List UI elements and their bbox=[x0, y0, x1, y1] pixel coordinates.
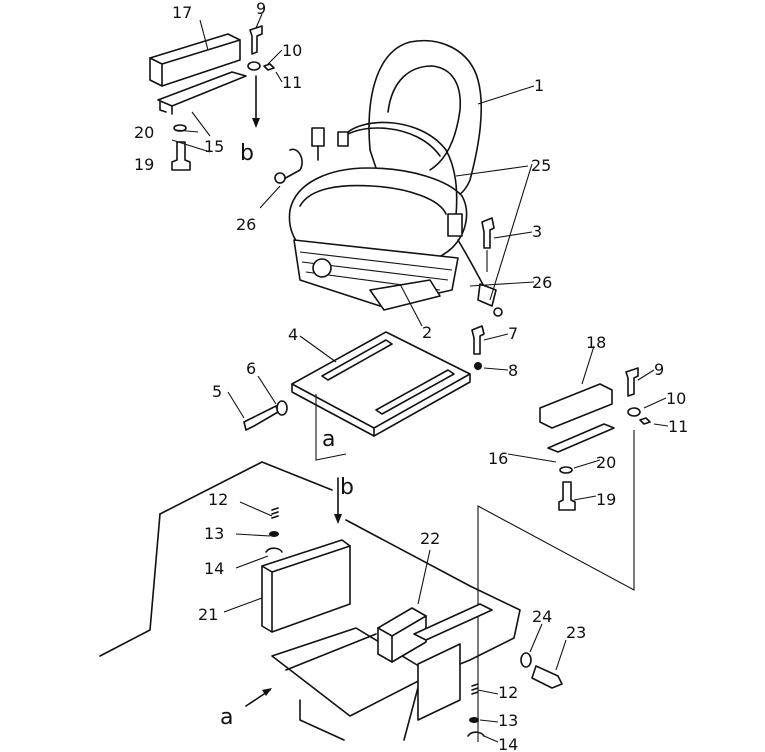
seat-belt-right-strap bbox=[457, 239, 503, 317]
callout-7: 7 bbox=[508, 324, 518, 343]
callout-3: 3 bbox=[532, 222, 542, 241]
left-nut-washer bbox=[247, 61, 275, 128]
callout-11-right: 11 bbox=[668, 417, 688, 436]
callout-9-right: 9 bbox=[654, 360, 664, 379]
left-armrest bbox=[149, 33, 247, 115]
ref-b-top: b bbox=[240, 141, 254, 166]
callout-4: 4 bbox=[288, 325, 298, 344]
callout-1: 1 bbox=[534, 76, 544, 95]
callout-14-bottom: 14 bbox=[498, 735, 518, 752]
right-pin-guide bbox=[477, 430, 635, 742]
right-armrest-pin bbox=[625, 367, 651, 425]
callout-17: 17 bbox=[172, 3, 192, 22]
callout-14-left: 14 bbox=[204, 559, 224, 578]
callout-9-top: 9 bbox=[256, 0, 266, 18]
callout-11-top: 11 bbox=[282, 73, 302, 92]
fastener-stack-left bbox=[265, 507, 283, 553]
callout-16: 16 bbox=[488, 449, 508, 468]
bolt-23-washer-24 bbox=[520, 652, 563, 689]
seat-belt-buckle-left bbox=[274, 127, 325, 184]
bracket-22 bbox=[377, 607, 427, 663]
callout-2: 2 bbox=[422, 323, 432, 342]
seat-belt bbox=[337, 121, 463, 237]
left-washer-bolt bbox=[171, 124, 191, 171]
callout-15: 15 bbox=[204, 137, 224, 156]
callout-24: 24 bbox=[532, 607, 552, 626]
callout-20-top: 20 bbox=[134, 123, 154, 142]
ref-arrow-b-mid bbox=[334, 477, 342, 524]
mount-plate bbox=[291, 331, 471, 437]
pad-21 bbox=[261, 539, 351, 633]
callout-12-bottom: 12 bbox=[498, 683, 518, 702]
callout-23: 23 bbox=[566, 623, 586, 642]
floor-block bbox=[417, 643, 461, 721]
floor-slot bbox=[413, 603, 493, 641]
mount-bolt-7 bbox=[471, 325, 485, 370]
callout-20-right: 20 bbox=[596, 453, 616, 472]
callout-13-left: 13 bbox=[204, 524, 224, 543]
ref-b-mid: b bbox=[340, 475, 354, 500]
callout-19-right: 19 bbox=[596, 490, 616, 509]
callout-10-top: 10 bbox=[282, 41, 302, 60]
leader-lines bbox=[171, 13, 669, 743]
fastener-stack-bottom bbox=[467, 683, 485, 737]
right-washer-bolt bbox=[558, 466, 576, 511]
callout-6: 6 bbox=[246, 359, 256, 378]
leader-a-top bbox=[315, 394, 347, 461]
ref-a-top: a bbox=[322, 427, 335, 452]
callout-21: 21 bbox=[198, 605, 218, 624]
left-armrest-pin bbox=[249, 25, 263, 55]
callout-13-bottom: 13 bbox=[498, 711, 518, 730]
callout-12-left: 12 bbox=[208, 490, 228, 509]
callout-22: 22 bbox=[420, 529, 440, 548]
callout-26-left: 26 bbox=[236, 215, 256, 234]
seat-suspension bbox=[293, 239, 459, 311]
callout-8: 8 bbox=[508, 361, 518, 380]
ref-arrow-a-bottom bbox=[245, 688, 272, 707]
seat-bolt-3 bbox=[481, 217, 495, 272]
callout-26-right: 26 bbox=[532, 273, 552, 292]
callout-labels: 1 25 3 26 26 2 4 7 8 5 6 17 9 10 11 20 1… bbox=[134, 0, 688, 752]
callout-25: 25 bbox=[531, 156, 551, 175]
ref-a-bottom: a bbox=[220, 705, 233, 730]
reference-letters: b a b a bbox=[220, 141, 354, 730]
callout-5: 5 bbox=[212, 382, 222, 401]
mount-bolt-5 bbox=[243, 400, 288, 431]
callout-18: 18 bbox=[586, 333, 606, 352]
callout-19-top: 19 bbox=[134, 155, 154, 174]
callout-10-right: 10 bbox=[666, 389, 686, 408]
right-armrest bbox=[539, 383, 615, 453]
